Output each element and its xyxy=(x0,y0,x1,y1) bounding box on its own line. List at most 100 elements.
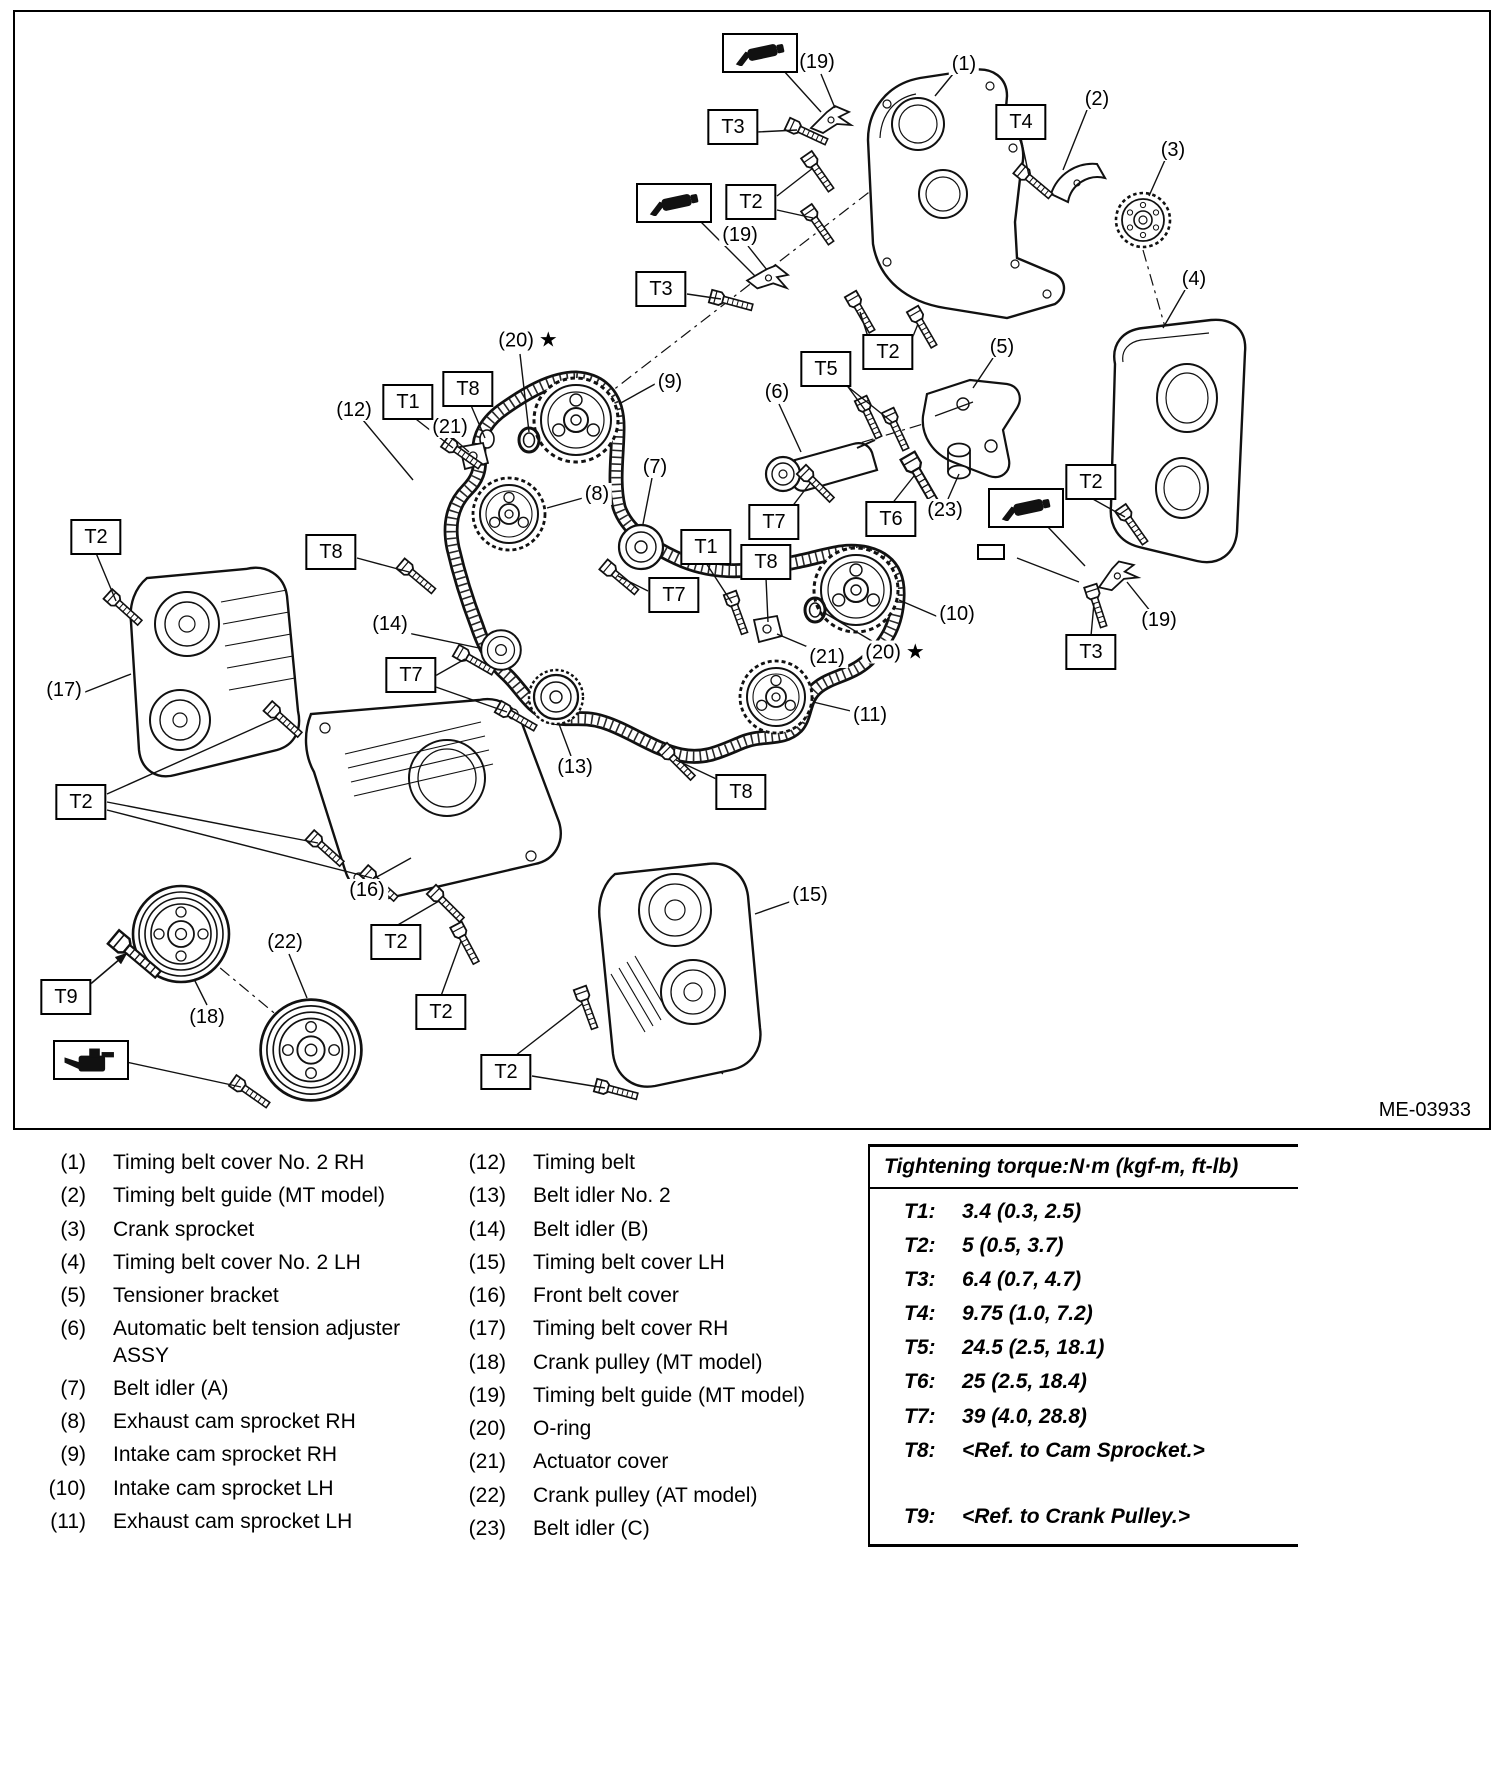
torque-row: T8: <Ref. to Cam Sprocket.> xyxy=(870,1439,1298,1462)
legend-item-label: Tensioner bracket xyxy=(113,1284,279,1307)
part-19-belt-guide-c xyxy=(1094,557,1141,594)
legend-item-label: Timing belt guide (MT model) xyxy=(533,1383,805,1407)
part-5-tensioner-bracket xyxy=(921,378,1021,479)
callout-5: (5) xyxy=(986,336,1018,358)
callout-19-b: (19) xyxy=(719,224,761,246)
torque-ref-t5: T5 xyxy=(800,351,852,387)
torque-row: T1:3.4 (0.3, 2.5) xyxy=(870,1200,1298,1223)
legend-item: (18)Crank pulley (MT model) xyxy=(456,1350,886,1376)
torque-ref-t7-b: T7 xyxy=(648,577,700,613)
part-2-timing-belt-guide-mt xyxy=(1049,162,1108,204)
legend-item-number: (22) xyxy=(468,1483,506,1507)
legend-item: (15)Timing belt cover LH xyxy=(456,1250,886,1276)
legend-item: (19) Timing belt guide (MT model) xyxy=(456,1383,886,1409)
legend-item: (7)Belt idler (A) xyxy=(36,1376,466,1402)
torque-ref-t8-b: T8 xyxy=(305,534,357,570)
legend-item: (12)Timing belt xyxy=(456,1150,886,1176)
legend-item-number: (2) xyxy=(60,1184,86,1208)
torque-ref-t2-f: T2 xyxy=(55,784,107,820)
legend-item-number: (13) xyxy=(468,1184,506,1208)
legend-item-label: Exhaust cam sprocket LH xyxy=(113,1509,353,1533)
torque-row-value: 6.4 (0.7, 4.7) xyxy=(962,1268,1082,1292)
torque-row-id: T5: xyxy=(904,1336,936,1360)
callout-16: (16) xyxy=(346,879,388,901)
grease-icon-box xyxy=(53,1040,129,1080)
torque-row-id: T4: xyxy=(904,1302,936,1326)
part-8-exhaust-cam-sprocket-rh xyxy=(471,476,547,552)
legend-item-number: (11) xyxy=(50,1509,86,1533)
part-22-crank-pulley-at xyxy=(259,998,363,1102)
torque-ref-t4: T4 xyxy=(995,104,1047,140)
legend-column-left: (1)Timing belt cover No. 2 RH (2)Timing … xyxy=(36,1150,466,1542)
callout-18: (18) xyxy=(186,1006,228,1028)
legend-item: (21)Actuator cover xyxy=(456,1449,886,1475)
torque-row-value: 9.75 (1.0, 7.2) xyxy=(962,1302,1093,1326)
star-icon: ★ xyxy=(905,640,925,664)
legend-item-number: (8) xyxy=(60,1410,86,1433)
legend-item: (14)Belt idler (B) xyxy=(456,1217,886,1243)
part-6-belt-tension-adjuster xyxy=(764,439,879,493)
callout-17: (17) xyxy=(43,679,85,701)
torque-row-value: <Ref. to Cam Sprocket.> xyxy=(962,1438,1205,1462)
callout-4: (4) xyxy=(1178,268,1210,290)
callout-21-a: (21) xyxy=(429,416,471,438)
legend-item-label: Timing belt xyxy=(533,1151,635,1174)
legend-item: (23)Belt idler (C) xyxy=(456,1516,886,1542)
legend-item-number: (4) xyxy=(60,1250,86,1274)
legend-item-label: Intake cam sprocket RH xyxy=(113,1443,338,1467)
legend-item: (20)O-ring xyxy=(456,1416,886,1442)
callout-19-a: (19) xyxy=(796,51,838,73)
torque-ref-t7-c: T7 xyxy=(385,657,437,693)
torque-row: T4: 9.75 (1.0, 7.2) xyxy=(870,1302,1298,1325)
torque-row-id: T8: xyxy=(904,1438,936,1462)
sealant-icon-box xyxy=(988,488,1064,528)
callout-8: (8) xyxy=(581,483,613,505)
torque-row-id: T1: xyxy=(904,1200,936,1223)
part-4-timing-belt-cover-no2-lh xyxy=(1109,318,1247,564)
torque-ref-t9: T9 xyxy=(40,979,92,1015)
torque-ref-t2-d xyxy=(977,544,1005,560)
legend-item-label: Timing belt cover RH xyxy=(533,1317,729,1341)
part-9-intake-cam-sprocket-rh xyxy=(532,376,620,464)
callout-11: (11) xyxy=(849,704,891,726)
legend-item: (3)Crank sprocket xyxy=(36,1217,466,1243)
legend-item: (4) Timing belt cover No. 2 LH xyxy=(36,1250,466,1276)
legend-item: (16)Front belt cover xyxy=(456,1283,886,1309)
legend-item-number: (19) xyxy=(468,1383,506,1407)
legend-item-number: (1) xyxy=(60,1151,86,1174)
torque-row-value: 5 (0.5, 3.7) xyxy=(962,1234,1064,1258)
callout-21-b: (21) xyxy=(806,646,848,668)
legend-item: (6)Automatic belt tension adjuster ASSY xyxy=(36,1316,466,1369)
callout-1: (1) xyxy=(948,53,980,75)
torque-row: T2: 5 (0.5, 3.7) xyxy=(870,1234,1298,1257)
torque-ref-t8-c: T8 xyxy=(740,544,792,580)
part-16-front-belt-cover xyxy=(304,697,562,900)
figure-code: ME-03933 xyxy=(1376,1099,1473,1122)
legend-item-number: (21) xyxy=(468,1450,506,1474)
star-icon: ★ xyxy=(538,328,558,352)
legend-item-number: (3) xyxy=(60,1217,86,1241)
torque-table-title: Tightening torque:N·m (kgf-m, ft-lb) xyxy=(870,1151,1298,1189)
callout-2: (2) xyxy=(1081,88,1113,110)
legend-item-label: Timing belt cover No. 2 LH xyxy=(113,1250,361,1274)
callout-14: (14) xyxy=(369,613,411,635)
legend-item: (17)Timing belt cover RH xyxy=(456,1316,886,1342)
legend-item-number: (23) xyxy=(468,1516,506,1540)
torque-row: T9:<Ref. to Crank Pulley.> xyxy=(870,1505,1298,1528)
legend-item: (5) Tensioner bracket xyxy=(36,1283,466,1309)
torque-ref-t2-a: T2 xyxy=(725,184,777,220)
legend-item-number: (14) xyxy=(468,1217,506,1241)
sealant-tube-icon xyxy=(1001,499,1051,521)
legend-column-right: (12)Timing belt (13)Belt idler No. 2 (14… xyxy=(456,1150,886,1549)
torque-ref-t2-i: T2 xyxy=(480,1054,532,1090)
part-11-exhaust-cam-sprocket-lh xyxy=(738,659,814,735)
legend-item-label: Intake cam sprocket LH xyxy=(113,1476,334,1500)
torque-row-id: T2: xyxy=(904,1234,936,1258)
callout-23: (23) xyxy=(924,499,966,521)
legend-item-label: O-ring xyxy=(533,1417,592,1440)
torque-ref-t2-b: T2 xyxy=(862,334,914,370)
t9-arrow xyxy=(86,952,128,988)
legend-item-number: (16) xyxy=(468,1284,506,1307)
callout-20-text: (20) xyxy=(498,329,534,352)
legend-item-number: (5) xyxy=(60,1284,86,1307)
